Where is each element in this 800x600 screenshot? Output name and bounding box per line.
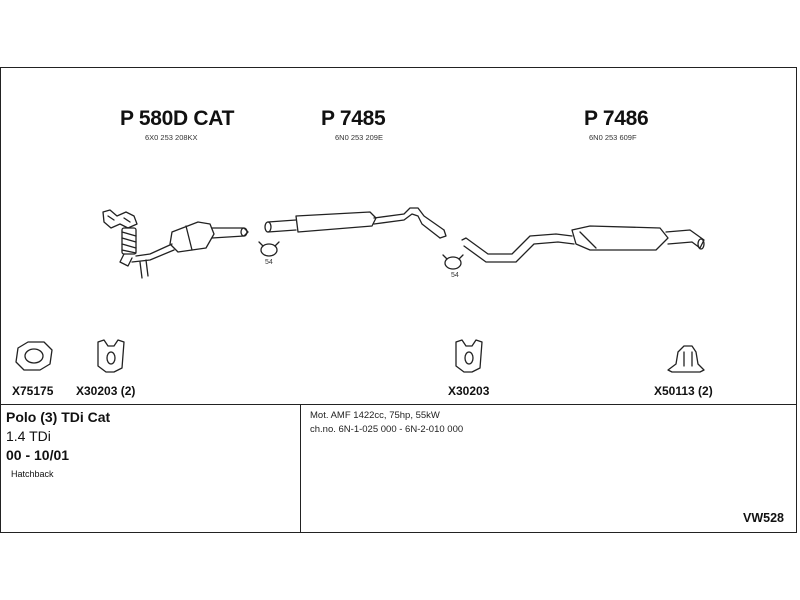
info-divider-horizontal	[0, 404, 797, 405]
part-oem-rear-silencer: 6N0 253 609F	[589, 133, 637, 142]
part-oem-middle-silencer: 6N0 253 209E	[335, 133, 383, 142]
part-oem-catalyst: 6X0 253 208KX	[145, 133, 198, 142]
vehicle-years: 00 - 10/01	[6, 447, 70, 463]
vehicle-engine: 1.4 TDi	[6, 428, 51, 444]
hanger-drawing-2	[455, 339, 483, 373]
spec-chassis: ch.no. 6N-1-025 000 - 6N-2-010 000	[310, 424, 464, 435]
part-number-rear-silencer: P 7486	[584, 107, 649, 130]
diagram-frame	[0, 67, 797, 533]
vehicle-model: Polo (3) TDi Cat	[6, 409, 111, 425]
gasket-drawing	[15, 341, 53, 371]
middle-silencer-drawing	[264, 207, 447, 239]
info-divider-vertical	[300, 404, 301, 533]
clamp-drawing-1	[258, 241, 280, 257]
fitting-label-mount-pair: X50113 (2)	[654, 384, 713, 398]
mount-drawing	[667, 345, 705, 373]
spec-motor: Mot. AMF 1422cc, 75hp, 55kW	[310, 410, 440, 421]
part-number-middle-silencer: P 7485	[321, 107, 386, 130]
clamp-label-1: 54	[265, 259, 273, 266]
clamp-drawing-2	[442, 254, 464, 270]
part-number-catalyst: P 580D CAT	[120, 107, 235, 130]
hanger-drawing-1	[97, 339, 125, 373]
fitting-label-gasket: X75175	[12, 384, 54, 398]
fitting-label-hanger: X30203	[448, 384, 490, 398]
vehicle-body-type: Hatchback	[11, 469, 54, 479]
fitting-label-hanger-pair: X30203 (2)	[76, 384, 136, 398]
catalyst-drawing	[102, 209, 249, 279]
rear-silencer-drawing	[461, 225, 705, 263]
clamp-label-2: 54	[451, 272, 459, 279]
diagram-code: VW528	[743, 511, 784, 525]
